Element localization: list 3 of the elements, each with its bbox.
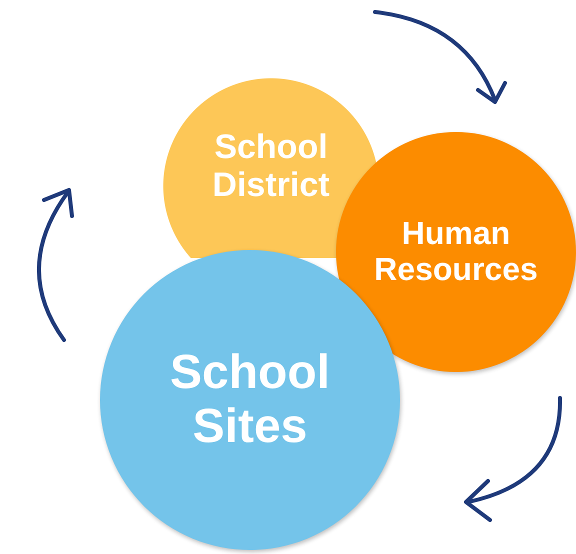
- circle-label: Human Resources: [373, 216, 539, 288]
- circle-label: School District: [211, 128, 331, 204]
- circle-label: School Sites: [168, 346, 331, 454]
